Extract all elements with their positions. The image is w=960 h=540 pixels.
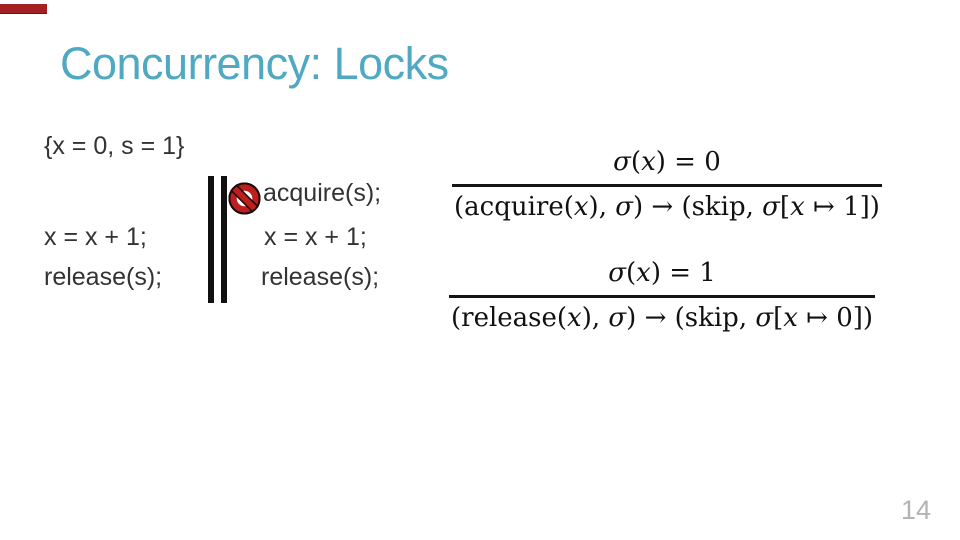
parallel-bar-left [208, 176, 214, 303]
release-inference-rule: σ(x) = 1 (release(x), σ) → (skip, σ[x ↦ … [449, 257, 876, 334]
acquire-rule-premise: σ(x) = 0 [452, 146, 882, 187]
right-thread-line: release(s); [261, 263, 380, 291]
right-thread-blocked-line: acquire(s); [263, 179, 382, 207]
parallel-bar-gap [214, 176, 221, 303]
release-rule-premise: σ(x) = 1 [449, 257, 876, 298]
parallel-bar-right [221, 176, 227, 303]
slide-title: Concurrency: Locks [60, 38, 449, 89]
release-rule-conclusion: (release(x), σ) → (skip, σ[x ↦ 0]) [451, 302, 874, 333]
left-thread-line: x = x + 1; [44, 223, 147, 251]
page-number: 14 [901, 495, 932, 525]
left-thread-line: release(s); [44, 263, 163, 291]
acquire-inference-rule: σ(x) = 0 (acquire(x), σ) → (skip, σ[x ↦ … [452, 146, 882, 223]
parallel-bars [208, 176, 227, 303]
right-thread-line: x = x + 1; [264, 223, 367, 251]
accent-bar [0, 4, 47, 14]
acquire-rule-conclusion: (acquire(x), σ) → (skip, σ[x ↦ 1]) [454, 191, 880, 222]
no-entry-icon [227, 181, 262, 216]
precondition-text: {x = 0, s = 1} [44, 132, 185, 160]
